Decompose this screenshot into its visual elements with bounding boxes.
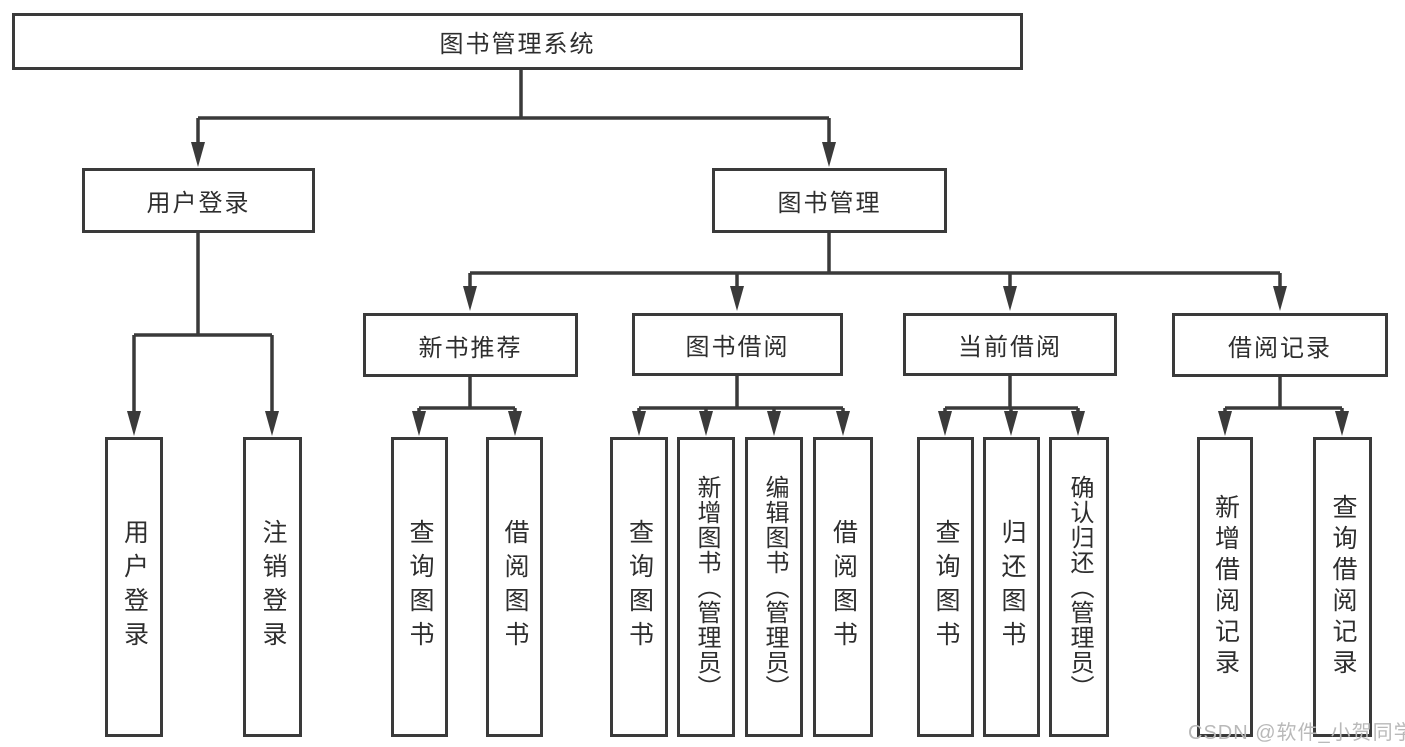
leaf-label: 确认归还（管理员） [1066,474,1093,700]
leaf-user-login: 用户登录 [105,437,163,737]
node-current-borrowing: 当前借阅 [903,313,1117,376]
node-library-management-system: 图书管理系统 [12,13,1023,70]
leaf-edit-book-admin: 编辑图书（管理员） [745,437,803,737]
node-borrowing-records: 借阅记录 [1172,313,1388,377]
connector-new-rec-to-leaves [417,377,517,413]
leaf-label: 查询借阅记录 [1329,494,1357,680]
leaf-borrow-books-1: 借阅图书 [486,437,543,737]
leaf-query-books-2: 查询图书 [610,437,668,737]
leaf-query-books-1: 查询图书 [391,437,448,737]
connector-current-to-leaves [943,376,1080,413]
node-book-borrowing: 图书借阅 [632,313,843,376]
node-label: 用户登录 [146,190,251,217]
leaf-label: 借阅图书 [501,519,529,655]
leaf-query-borrow-record: 查询借阅记录 [1313,437,1372,737]
node-label: 图书借阅 [685,334,790,361]
leaf-label: 注销登录 [259,519,287,655]
leaf-label: 查询图书 [932,519,960,655]
node-book-management: 图书管理 [712,168,947,233]
leaf-label: 归还图书 [998,519,1026,655]
leaf-borrow-books-2: 借阅图书 [813,437,873,737]
node-label: 当前借阅 [958,334,1062,361]
leaf-confirm-return-admin: 确认归还（管理员） [1049,437,1109,737]
leaf-label: 用户登录 [120,519,149,655]
leaf-return-book: 归还图书 [983,437,1040,737]
leaf-label: 编辑图书（管理员） [761,474,788,700]
node-label: 新书推荐 [418,334,523,362]
node-label: 图书管理系统 [439,31,596,58]
node-label: 借阅记录 [1228,334,1332,362]
leaf-query-books-3: 查询图书 [917,437,974,737]
connector-book-mgmt-to-level2 [468,233,1282,288]
connector-records-to-leaves [1223,377,1344,413]
node-user-login: 用户登录 [82,168,315,233]
leaf-add-book-admin: 新增图书（管理员） [677,437,735,737]
connector-user-login-to-leaves [132,233,274,413]
leaf-label: 新增借阅记录 [1211,494,1240,680]
leaf-label: 借阅图书 [829,519,858,655]
node-new-book-recommend: 新书推荐 [363,313,578,377]
leaf-logout: 注销登录 [243,437,302,737]
arrowheads [127,142,1349,436]
connector-borrow-to-leaves [637,376,845,413]
connector-root-to-level1 [196,69,831,144]
csdn-watermark: CSDN @软件_小贺同学 [1188,722,1405,744]
leaf-label: 查询图书 [406,519,434,655]
leaf-label: 查询图书 [625,519,654,655]
leaf-add-borrow-record: 新增借阅记录 [1197,437,1253,737]
leaf-label: 新增图书（管理员） [693,474,720,700]
node-label: 图书管理 [777,190,882,217]
